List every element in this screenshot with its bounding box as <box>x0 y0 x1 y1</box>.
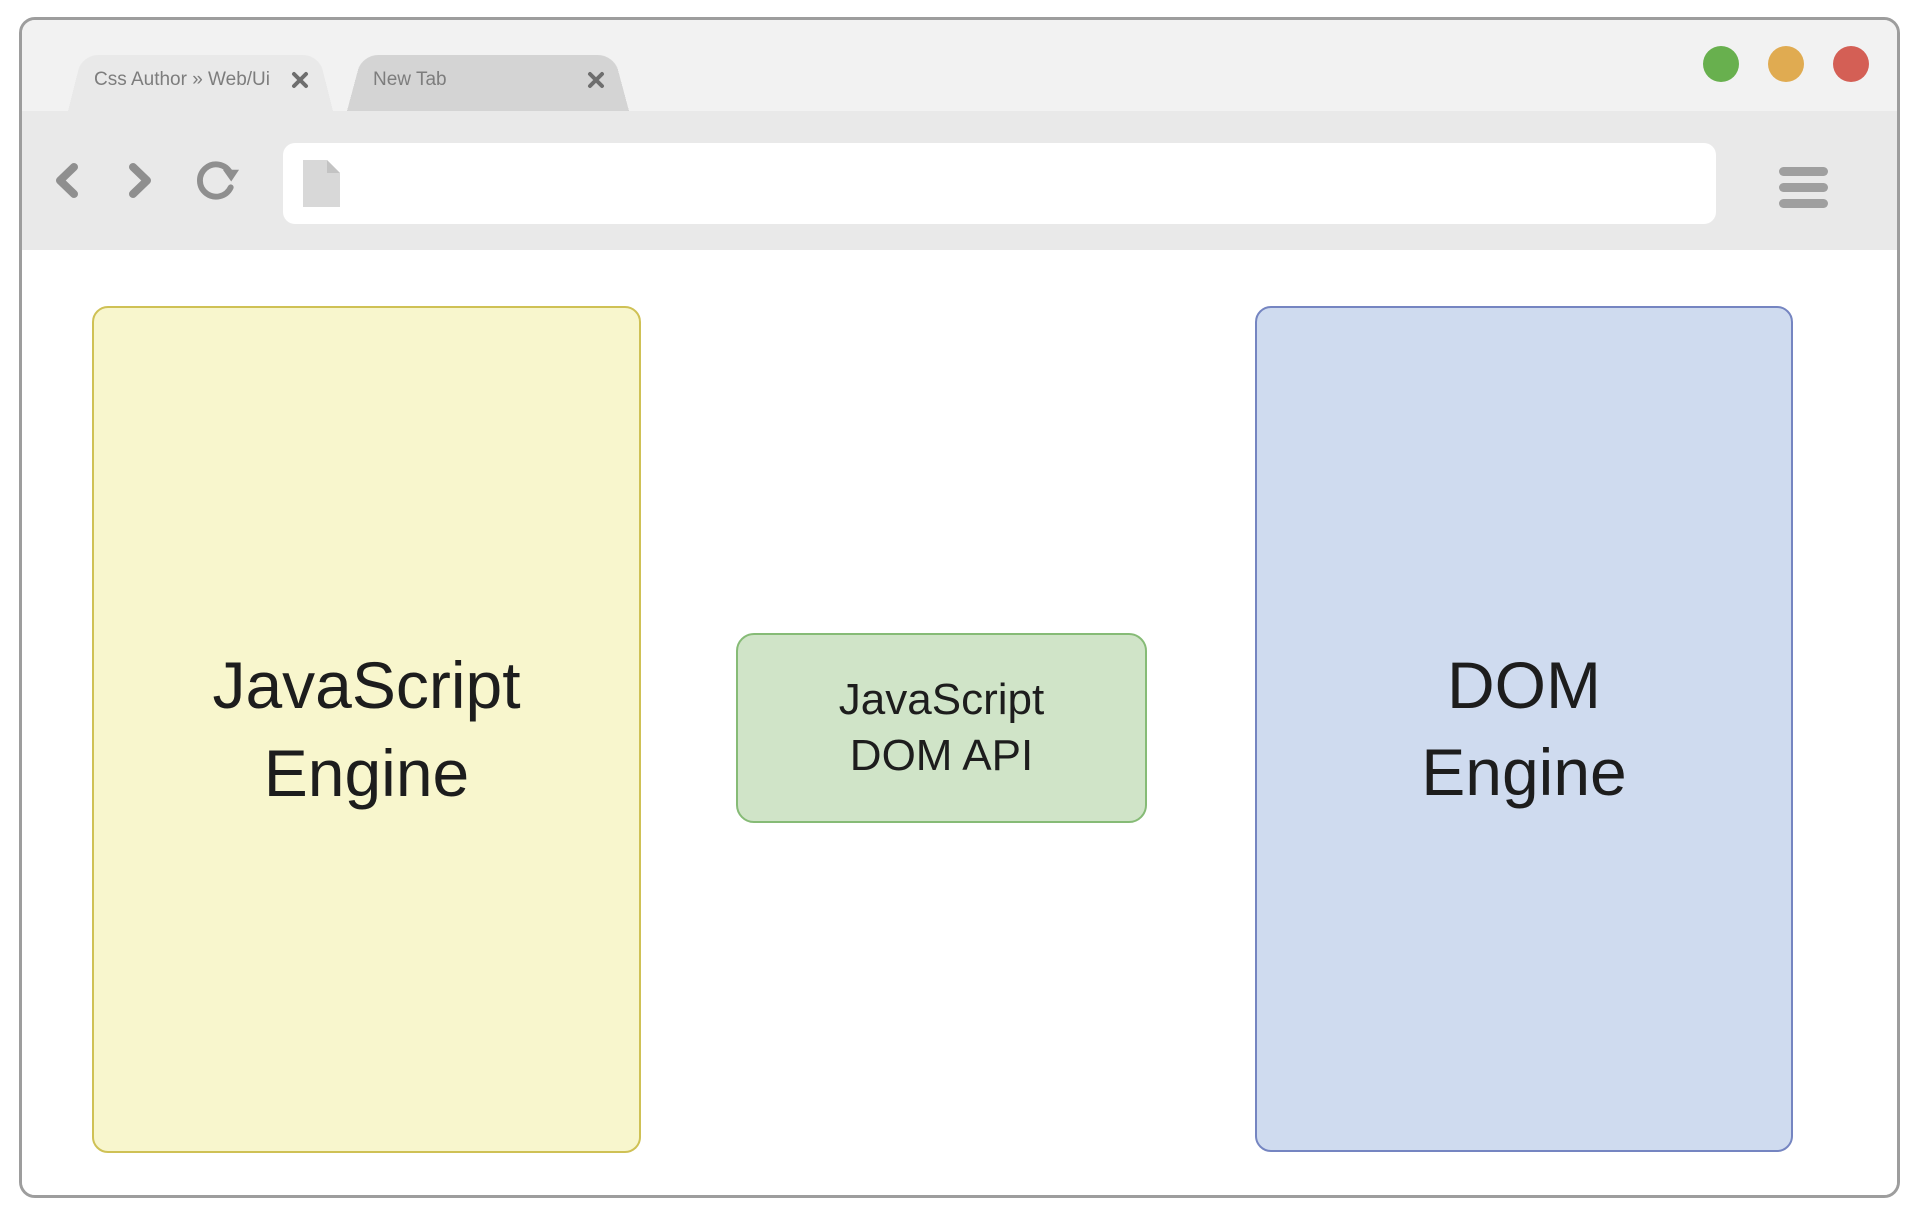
tab-new-tab[interactable]: New Tab <box>347 48 629 111</box>
box-javascript-engine: JavaScript Engine <box>92 306 641 1153</box>
forward-icon[interactable] <box>127 162 154 199</box>
box-label: DOM Engine <box>1421 647 1627 809</box>
menu-bar <box>1779 167 1828 176</box>
reload-icon[interactable] <box>194 157 241 204</box>
box-dom-engine: DOM Engine <box>1255 306 1793 1152</box>
browser-window: Css Author » Web/Ui New Tab <box>19 17 1900 1198</box>
tab-css-author[interactable]: Css Author » Web/Ui <box>68 48 333 111</box>
window-button-yellow[interactable] <box>1768 46 1804 82</box>
page-document-icon <box>303 160 340 207</box>
back-icon[interactable] <box>53 162 80 199</box>
address-input[interactable] <box>340 143 1716 224</box>
menu-bar <box>1779 199 1828 208</box>
close-icon[interactable] <box>587 71 605 89</box>
close-icon[interactable] <box>291 71 309 89</box>
tab-label: Css Author » Web/Ui <box>94 68 271 90</box>
window-button-red[interactable] <box>1833 46 1869 82</box>
window-button-green[interactable] <box>1703 46 1739 82</box>
menu-bar <box>1779 183 1828 192</box>
navigation-toolbar <box>22 111 1897 250</box>
box-label: JavaScript Engine <box>212 648 521 810</box>
page-content: JavaScript Engine JavaScript DOM API DOM… <box>22 250 1897 1195</box>
address-bar[interactable] <box>283 143 1716 224</box>
tab-bar: Css Author » Web/Ui New Tab <box>22 20 1897 111</box>
tab-label: New Tab <box>373 68 447 90</box>
window-controls <box>1703 46 1869 82</box>
box-javascript-dom-api: JavaScript DOM API <box>736 633 1147 823</box>
hamburger-menu-icon[interactable] <box>1779 167 1828 208</box>
box-label: JavaScript DOM API <box>838 675 1045 780</box>
